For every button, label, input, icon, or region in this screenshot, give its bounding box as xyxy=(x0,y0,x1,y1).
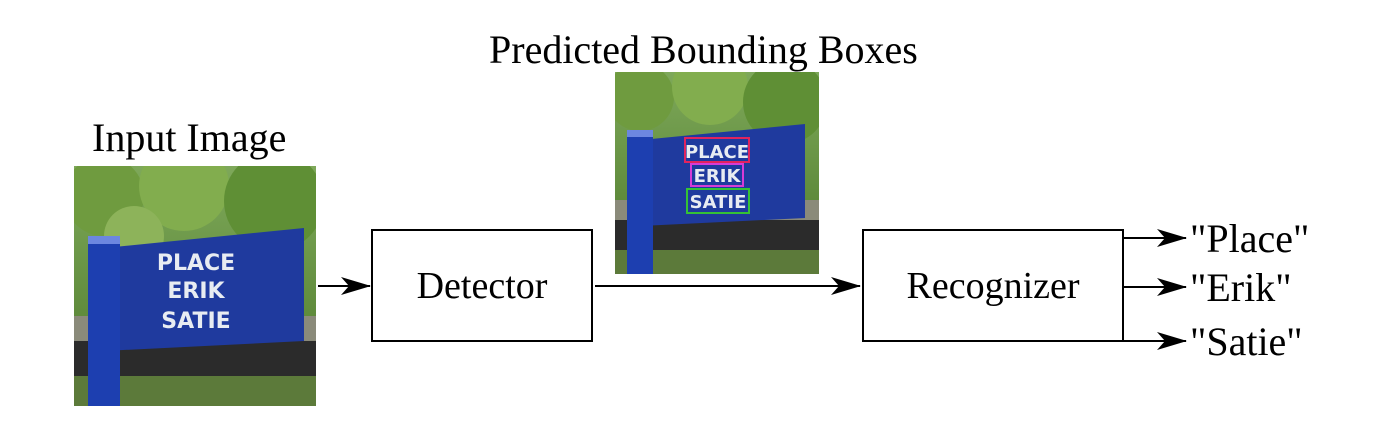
output-erik: "Erik" xyxy=(1190,265,1292,310)
detector-block: Detector xyxy=(371,229,593,342)
sign-line-3: SATIE xyxy=(161,309,230,334)
sign-line-3: SATIE xyxy=(690,192,747,213)
input-image-label: Input Image xyxy=(92,115,287,160)
output-place: "Place" xyxy=(1190,216,1310,261)
recognizer-block: Recognizer xyxy=(862,229,1124,342)
input-image-photo: PLACE ERIK SATIE xyxy=(74,166,316,406)
sign-line-1: PLACE xyxy=(157,251,235,276)
sign-line-1: PLACE xyxy=(685,142,749,163)
predicted-boxes-label: Predicted Bounding Boxes xyxy=(489,27,918,72)
bbox-erik xyxy=(690,163,744,187)
bbox-satie xyxy=(686,188,750,214)
predicted-boxes-photo: PLACE ERIK SATIE xyxy=(615,72,819,274)
sign-line-2: ERIK xyxy=(167,279,225,304)
bbox-place xyxy=(684,137,750,163)
output-satie: "Satie" xyxy=(1190,319,1303,364)
sign-line-2: ERIK xyxy=(694,166,742,187)
